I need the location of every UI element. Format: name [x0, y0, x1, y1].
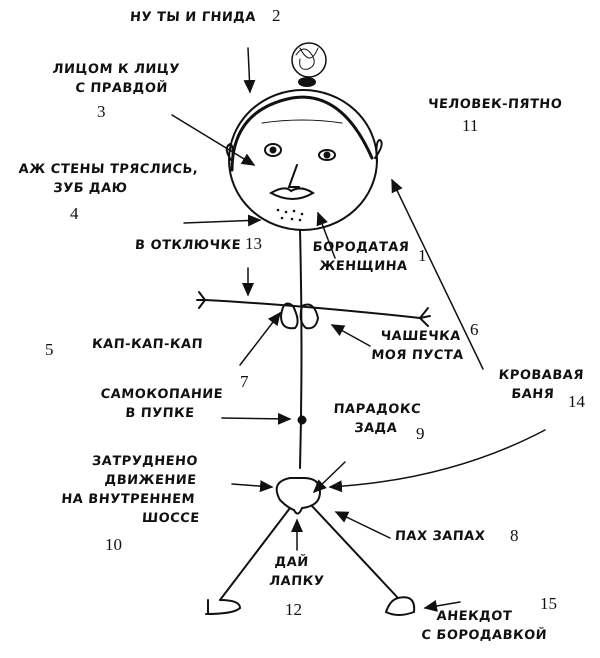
label-line: ПАРАДОКС	[333, 402, 422, 417]
foot-right	[384, 596, 416, 616]
label-line: ЧЕЛОВЕК-ПЯТНО	[427, 97, 563, 112]
label-line: МОЯ ПУСТА	[370, 348, 465, 363]
label-line: БОРОДАТАЯ	[312, 240, 410, 255]
arrow-7	[221, 412, 292, 425]
hair	[230, 95, 374, 172]
label-line: ЛИЦОМ К ЛИЦУ	[52, 62, 181, 77]
lips	[268, 187, 315, 200]
arrow-10	[231, 480, 274, 493]
arrow-5	[239, 311, 281, 366]
label-9: ПАРАДОКС ЗАДА	[332, 400, 422, 438]
number-12: 12	[285, 600, 302, 619]
label-line: ЛАПКУ	[268, 574, 325, 589]
label-line: ДАЙ	[274, 555, 310, 570]
label-13: В ОТКЛЮЧКЕ	[134, 236, 241, 255]
leg-right	[311, 505, 399, 599]
label-8: ПАХ ЗАПАХ	[394, 527, 486, 546]
number-7: 7	[240, 372, 249, 391]
foot-left	[205, 599, 242, 615]
label-11: ЧЕЛОВЕК-ПЯТНО	[427, 95, 563, 114]
arrow-6	[330, 324, 371, 347]
hand-right	[419, 307, 431, 327]
number-5: 5	[45, 340, 54, 359]
label-line: КРОВАВАЯ	[498, 368, 585, 383]
label-10: ЗАТРУДНЕНО ДВИЖЕНИЕ НА ВНУТРЕННЕМ ШОССЕ	[59, 452, 204, 528]
arrow-11	[391, 178, 484, 370]
number-8: 8	[510, 526, 519, 545]
label-15: АНЕКДОТ С БОРОДАВКОЙ	[421, 607, 549, 645]
arms	[204, 299, 421, 319]
number-14: 14	[568, 392, 585, 411]
arrow-15	[423, 600, 461, 612]
label-line: КАП-КАП-КАП	[91, 337, 204, 352]
number-1: 1	[418, 246, 427, 265]
label-6: ЧАШЕЧКА МОЯ ПУСТА	[371, 327, 466, 365]
label-line: В ПУПКЕ	[124, 406, 196, 421]
arrow-2	[243, 47, 256, 94]
number-15: 15	[540, 594, 557, 613]
label-3: ЛИЦОМ К ЛИЦУ С ПРАВДОЙ	[51, 60, 181, 98]
label-line: ДВИЖЕНИЕ	[104, 473, 198, 488]
leg-left	[219, 507, 291, 601]
label-line: АНЕКДОТ	[436, 609, 513, 624]
eyebrows	[261, 119, 343, 124]
body-line	[299, 229, 303, 469]
arrow-1	[316, 211, 336, 259]
hair-bun	[291, 42, 327, 87]
label-7: САМОКОПАНИЕ В ПУПКЕ	[99, 385, 224, 423]
number-9: 9	[416, 424, 425, 443]
head	[228, 89, 378, 231]
number-13: 13	[245, 234, 262, 253]
number-2: 2	[272, 6, 281, 25]
label-line: С ПРАВДОЙ	[74, 81, 169, 96]
hand-left	[196, 291, 206, 309]
label-line: В ОТКЛЮЧКЕ	[134, 238, 242, 253]
eye-left	[264, 143, 282, 157]
ear-right	[374, 138, 383, 163]
label-line: САМОКОПАНИЕ	[100, 387, 224, 402]
label-1: БОРОДАТАЯ ЖЕНЩИНА	[311, 238, 410, 276]
label-line: ПАХ ЗАПАХ	[394, 529, 486, 544]
label-line: ЗАДА	[353, 421, 398, 436]
label-line: С БОРОДАВКОЙ	[420, 628, 548, 643]
arrows	[171, 47, 546, 612]
ear-left	[225, 142, 234, 165]
number-10: 10	[105, 535, 122, 554]
eye-right	[318, 149, 336, 161]
stubble	[276, 208, 304, 222]
navel	[297, 415, 307, 425]
label-line: ЧАШЕЧКА	[380, 329, 462, 344]
nose	[287, 164, 300, 188]
label-5: КАП-КАП-КАП	[91, 335, 203, 354]
label-line: ШОССЕ	[141, 511, 201, 526]
number-4: 4	[70, 204, 79, 223]
number-3: 3	[97, 102, 106, 121]
arrow-8	[334, 511, 391, 539]
label-4: АЖ СТЕНЫ ТРЯСЛИСЬ, ЗУБ ДАЮ	[17, 160, 199, 198]
label-12: ДАЙ ЛАПКУ	[269, 553, 327, 591]
label-2: НУ ТЫ И ГНИДА	[129, 8, 256, 27]
label-line: АЖ СТЕНЫ ТРЯСЛИСЬ,	[18, 162, 199, 177]
label-line: ЖЕНЩИНА	[318, 259, 409, 274]
breasts	[279, 302, 320, 330]
arrow-4	[183, 214, 262, 227]
arrow-9	[312, 461, 346, 494]
number-11: 11	[462, 116, 479, 135]
label-line: ЗУБ ДАЮ	[52, 181, 128, 196]
number-6: 6	[470, 320, 479, 339]
label-line: ЗАТРУДНЕНО	[91, 454, 199, 469]
arrow-3	[171, 114, 256, 166]
label-line: НУ ТЫ И ГНИДА	[129, 10, 257, 25]
label-line: НА ВНУТРЕННЕМ	[60, 492, 196, 507]
arrow-14	[328, 429, 546, 493]
